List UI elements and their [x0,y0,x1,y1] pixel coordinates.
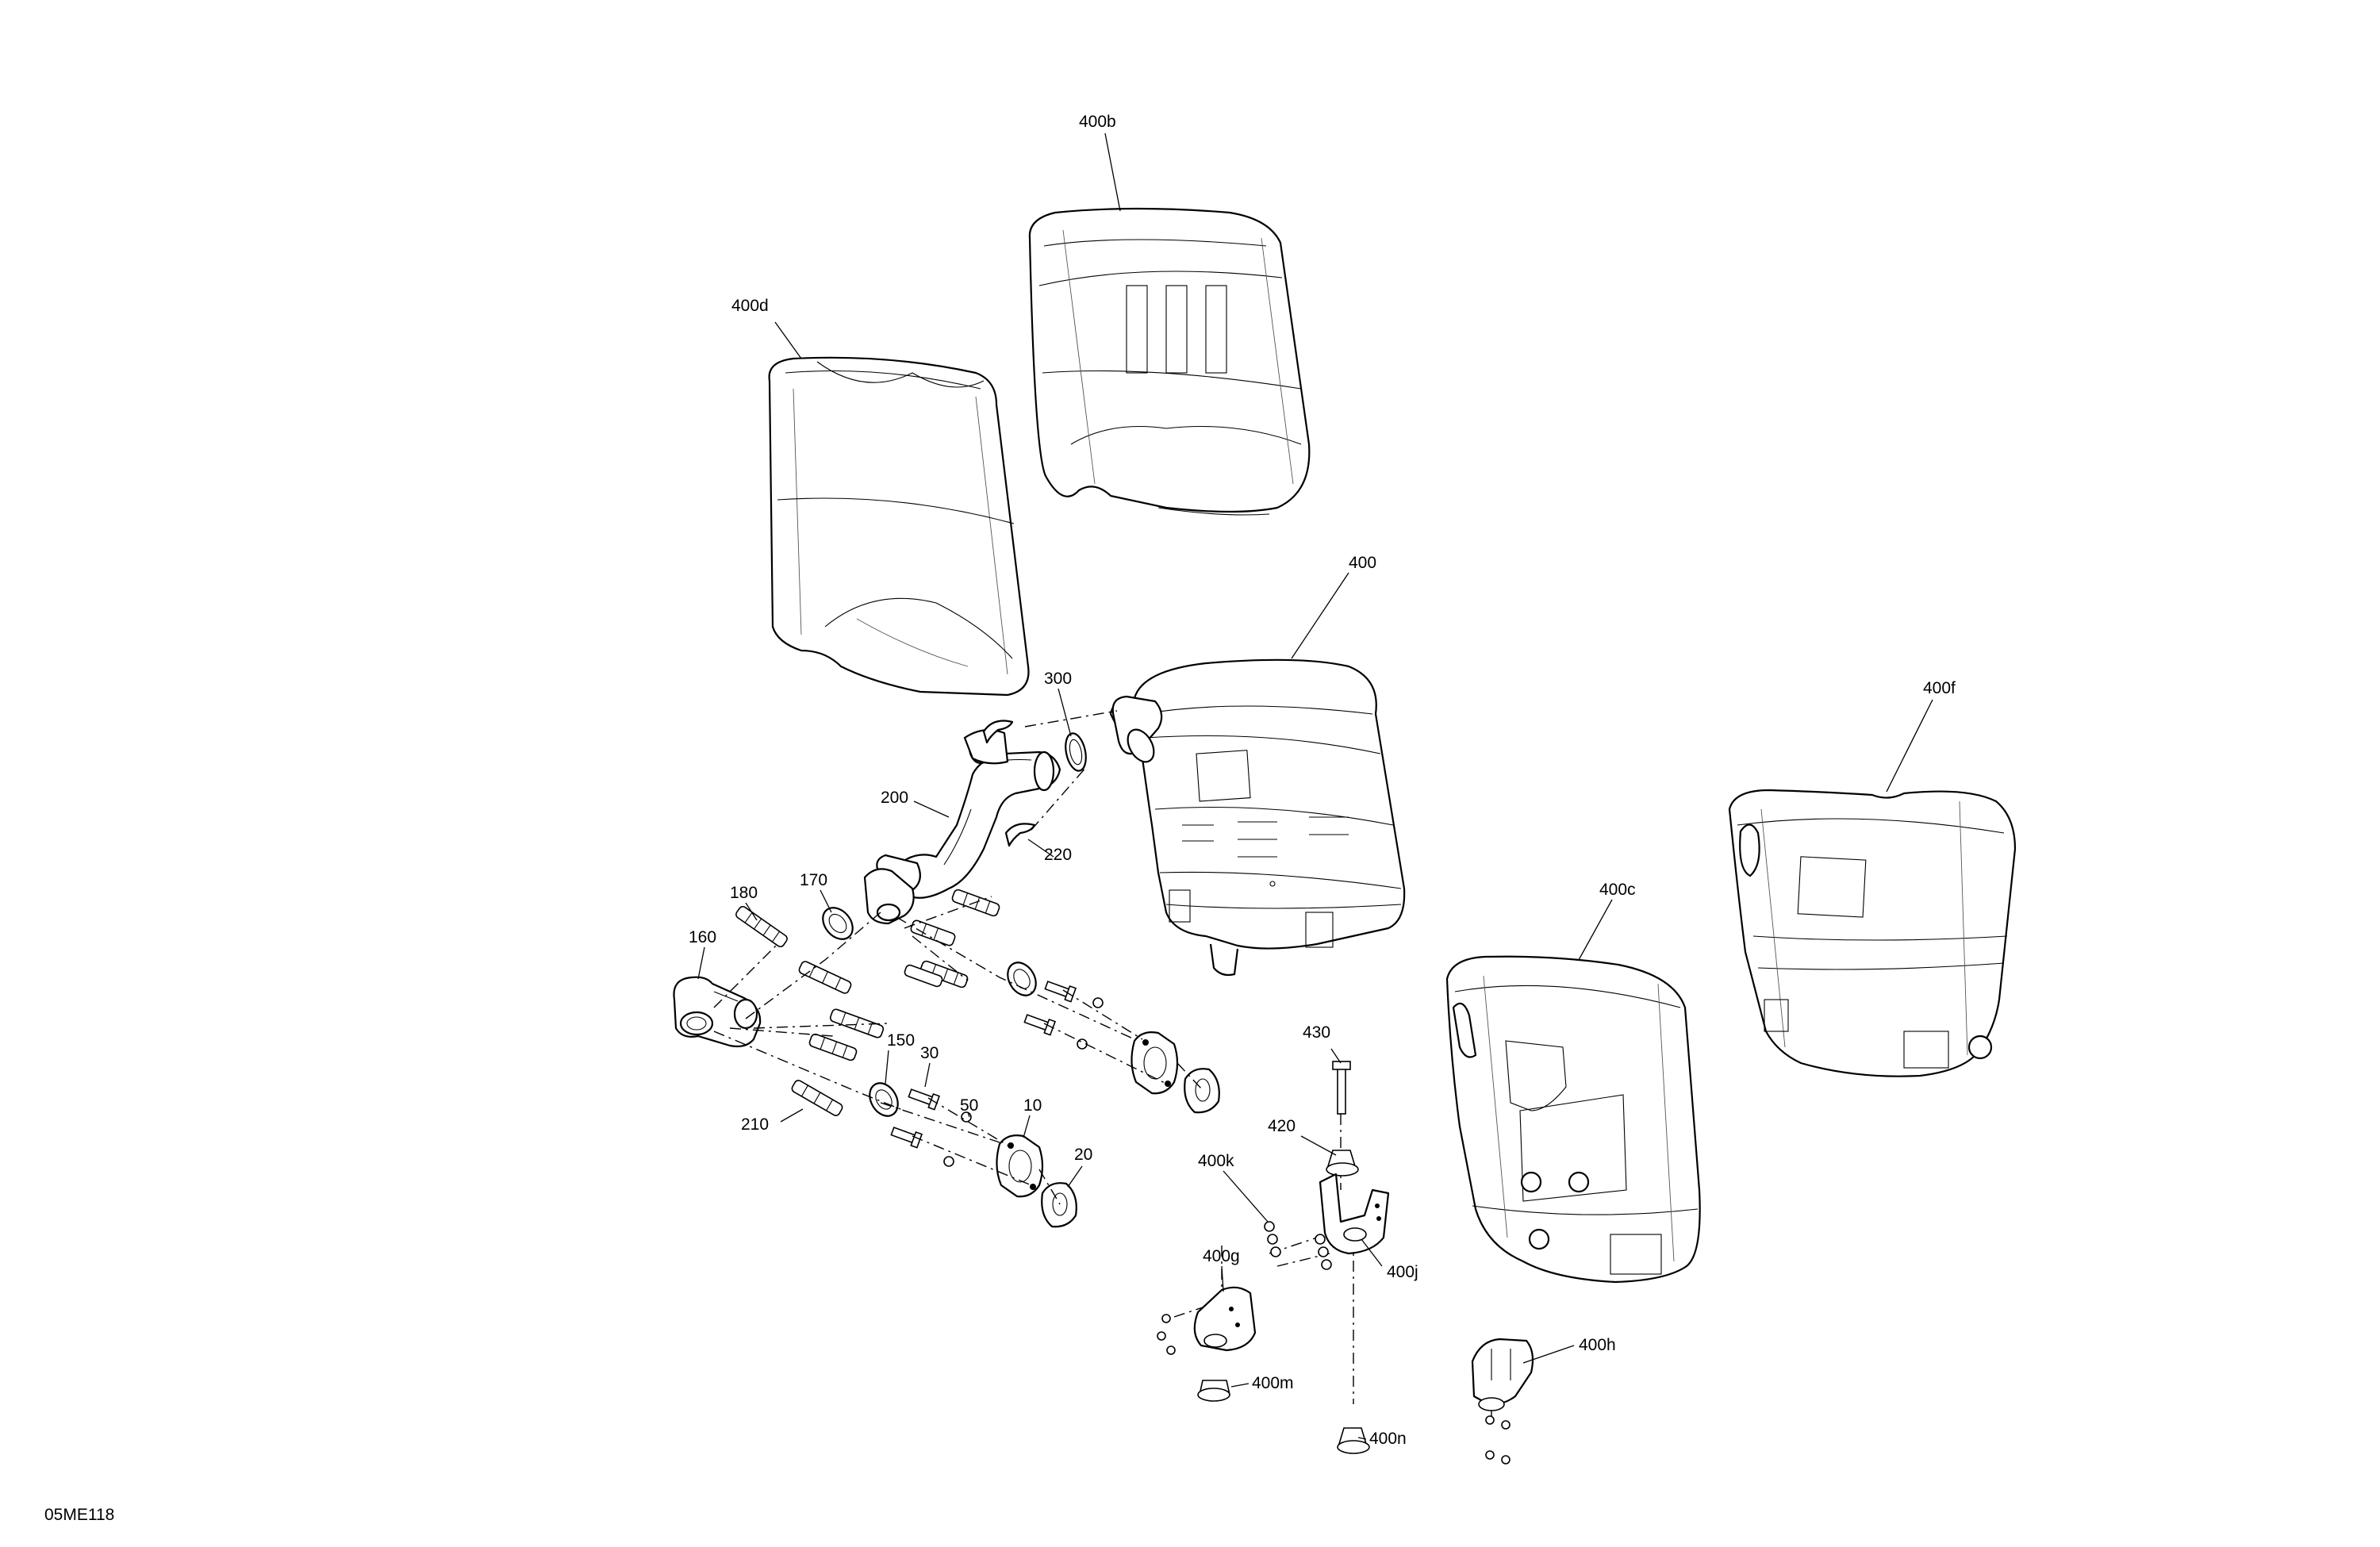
bolt-430 [1332,1061,1351,1115]
callout-400f: 400f [1923,679,1956,697]
heat-shield-400b [1028,207,1311,516]
bracket-400g [1157,1286,1257,1355]
gasket-300 [1065,732,1087,772]
muffler-inlet [1111,695,1163,763]
grommet-400n [1337,1427,1370,1454]
heat-shield-400d [768,356,1030,697]
gasket-20 [1041,1182,1077,1228]
clamp-220 [1004,823,1036,847]
grommet-420 [1326,1150,1359,1177]
heat-shield-400f [1728,789,2017,1077]
pipe-junction [863,868,915,925]
flange-10 [996,1134,1044,1198]
callout-400k: 400k [1198,1152,1234,1170]
heat-shield-400c [1445,955,1701,1284]
callout-430: 430 [1303,1023,1330,1042]
callout-10: 10 [1023,1096,1042,1115]
callout-210: 210 [741,1115,769,1134]
callout-420: 420 [1268,1117,1296,1135]
gasket-upper-right [1007,962,1037,996]
callout-20: 20 [1074,1146,1092,1164]
callout-150: 150 [887,1031,915,1050]
callout-400g: 400g [1203,1247,1240,1265]
callout-220: 220 [1044,846,1072,864]
gasket-150 [869,1082,899,1117]
callout-400h: 400h [1579,1336,1616,1354]
flange-upper [1130,1031,1179,1095]
callout-400m: 400m [1252,1374,1294,1392]
callout-180: 180 [730,884,758,902]
callout-200: 200 [881,789,908,807]
leader-lines [697,132,1933,1440]
exhaust-pipe-200 [876,729,1061,899]
callout-labels: 400b 400d 400 300 400f 200 220 170 180 1… [689,113,1956,1448]
nuts-50 [943,997,1104,1167]
callout-400b: 400b [1079,113,1116,131]
callout-400j: 400j [1387,1263,1418,1281]
clamp-upper [982,720,1014,744]
collector-160 [673,976,762,1048]
callout-400d: 400d [731,297,769,315]
bracket-400j [1319,1173,1390,1255]
nuts-400k [1264,1221,1332,1270]
gasket-upper [1184,1068,1220,1114]
callout-400c: 400c [1599,881,1636,899]
callout-400n: 400n [1369,1430,1407,1448]
grommet-400m [1197,1380,1230,1402]
callout-50: 50 [960,1096,978,1115]
gasket-170 [822,907,854,940]
diagram-code: 05ME118 [44,1506,115,1524]
bracket-400h [1471,1338,1534,1464]
callout-30: 30 [920,1044,939,1062]
callout-170: 170 [800,871,827,889]
callout-300: 300 [1044,670,1072,688]
springs [735,889,1000,1116]
bolts-30 [890,981,1077,1149]
callout-160: 160 [689,928,716,946]
callout-400: 400 [1349,554,1376,572]
